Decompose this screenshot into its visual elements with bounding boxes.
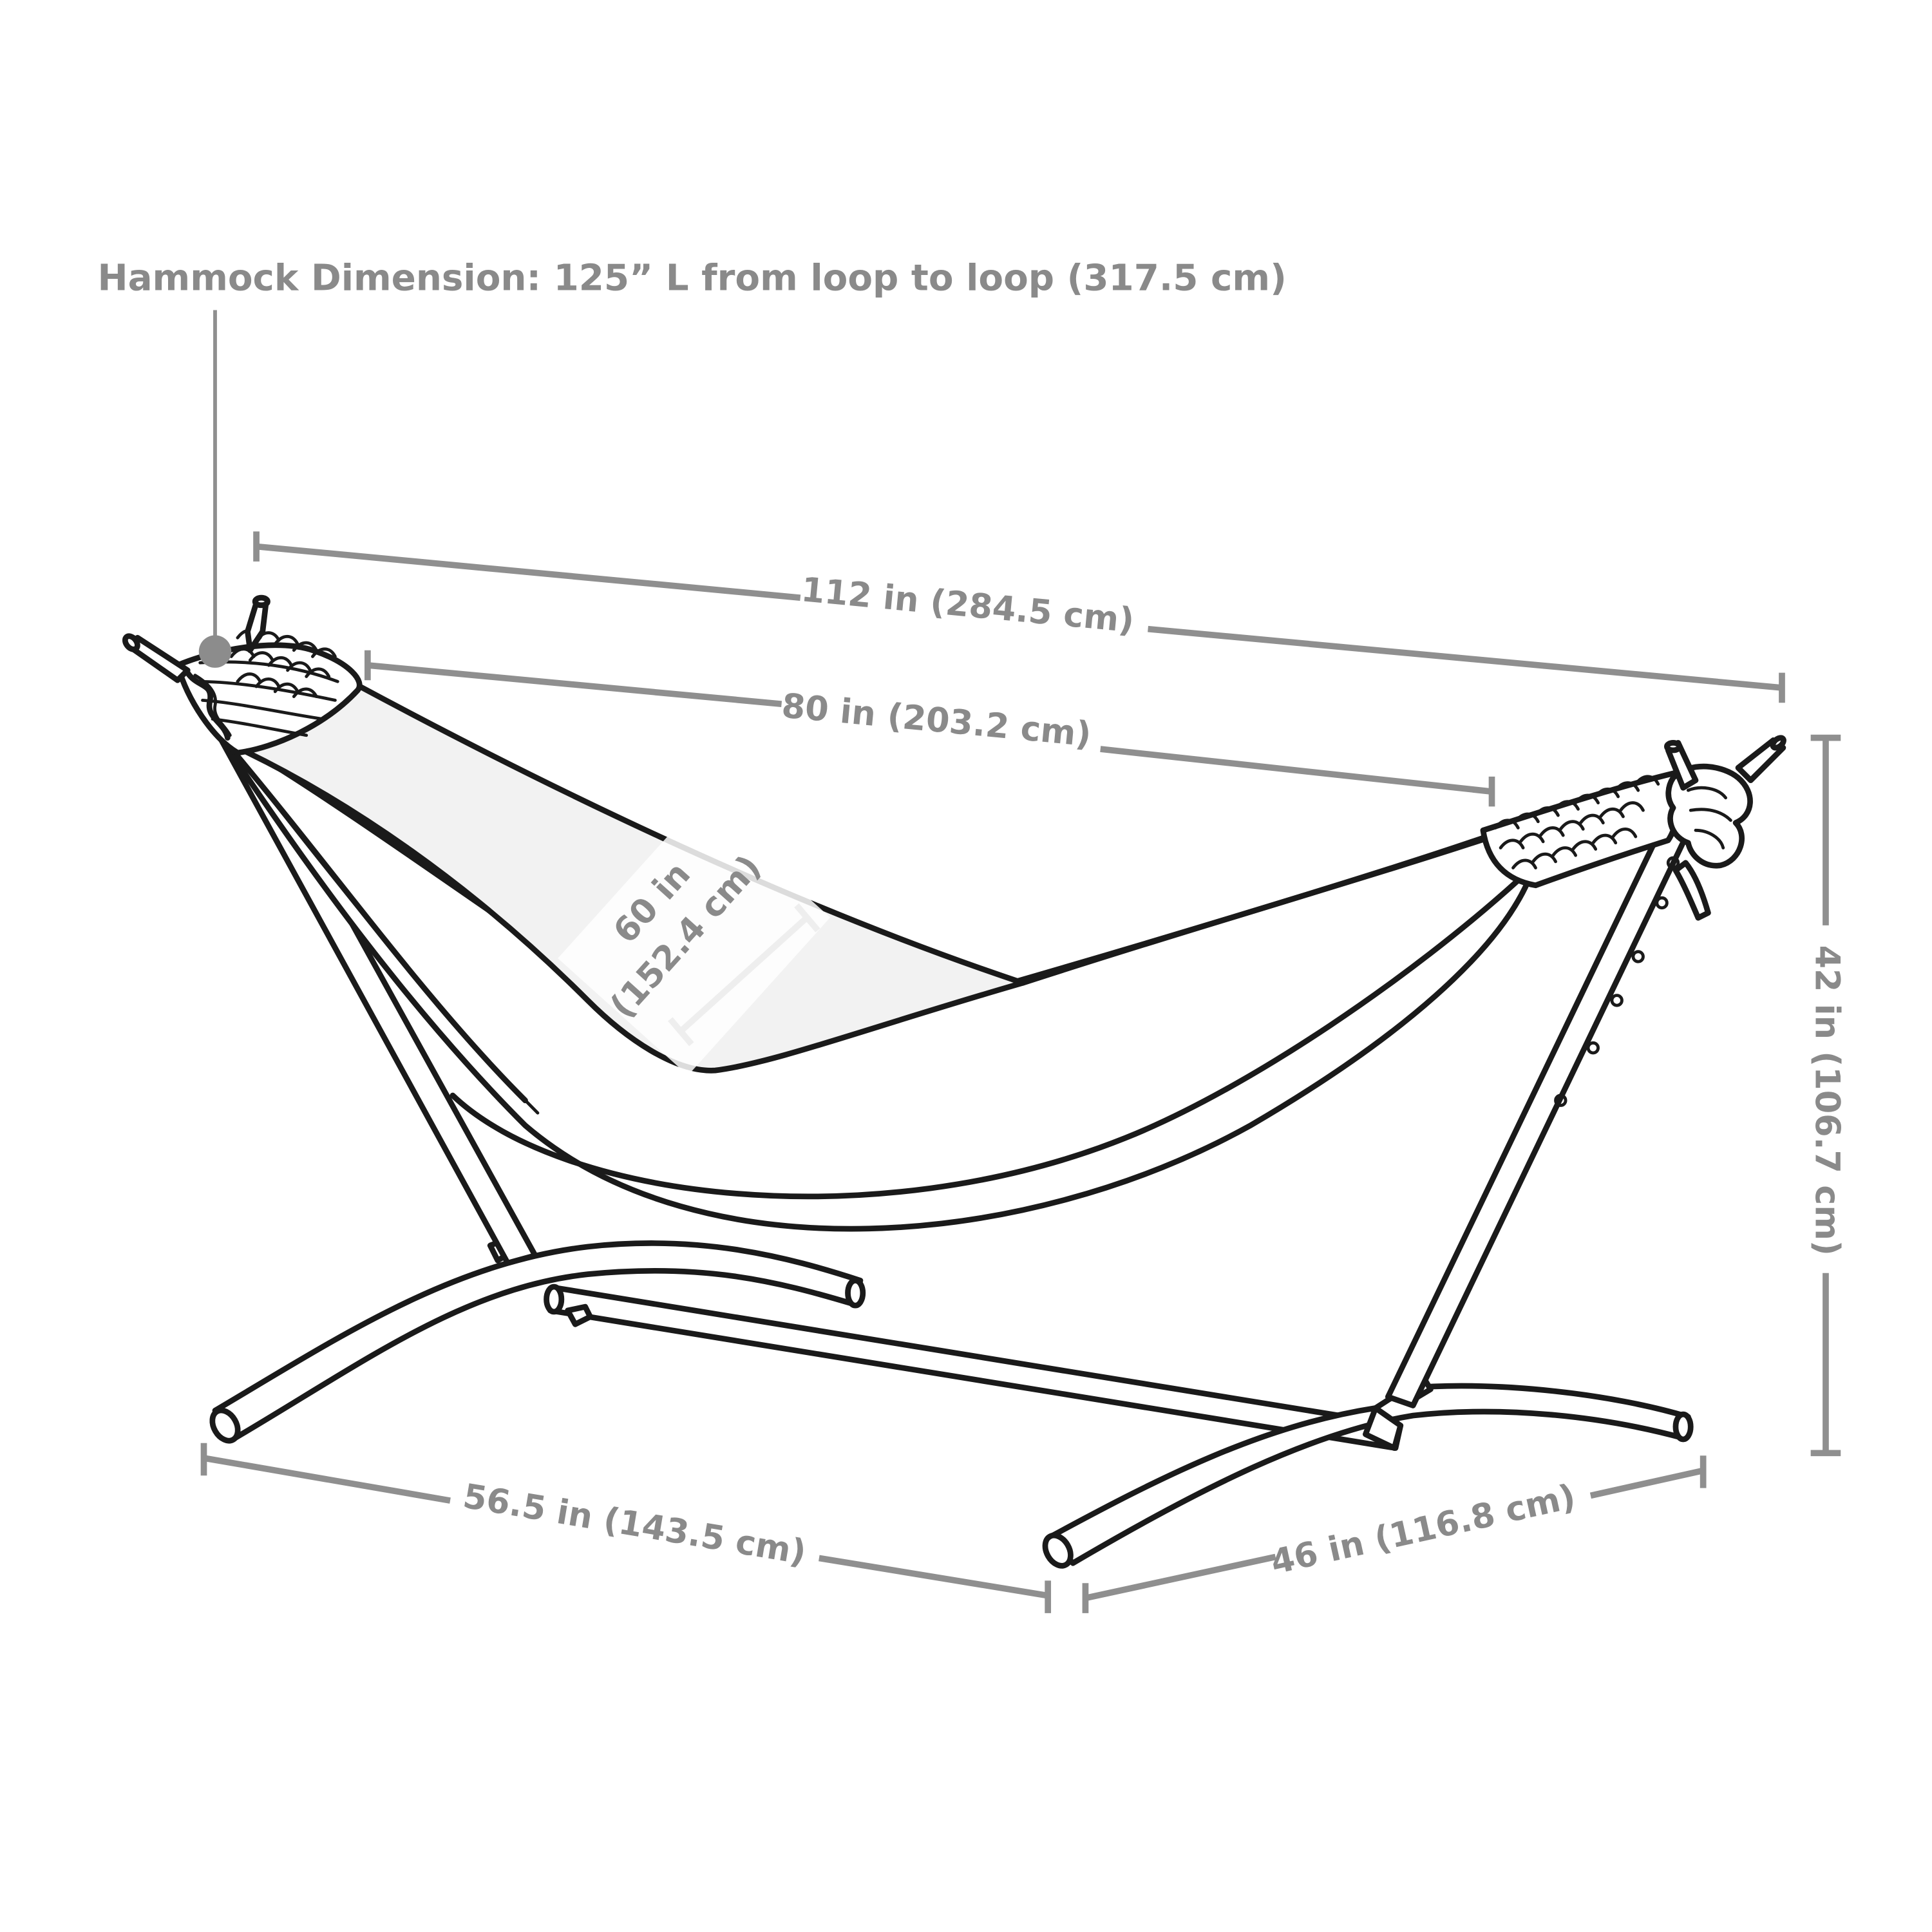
label-base-left: 56.5 in (143.5 cm) [460,1477,809,1573]
adjustment-holes [1554,856,1680,1107]
label-bed-length: 80 in (203.2 cm) [780,686,1093,754]
loop-marker-dot [198,635,232,668]
hammock [225,682,1534,1232]
label-overall-length: 112 in (284.5 cm) [800,570,1136,641]
hammock-dimension-note: Hammock Dimension: 125” L from loop to l… [97,257,1286,299]
dim-line-base-left-b [819,1555,1048,1599]
dimension-lines [198,310,1841,1613]
knob-left [565,1303,593,1327]
dim-line-overall-right [1148,625,1783,691]
dim-line-bed-right [1100,746,1493,795]
dim-line-overall-left [256,543,801,601]
left-rope-end [122,594,363,756]
stand-frame [209,727,1710,1569]
hammock-bed [229,682,1026,1074]
dim-line-base-right-a [1084,1553,1276,1602]
dim-line-base-right-b [1589,1467,1704,1499]
label-height: 42 in (106.7 cm) [1807,945,1846,1256]
dim-line-base-left-a [203,1455,451,1504]
label-base-right: 46 in (116.8 cm) [1267,1477,1579,1582]
dim-line-bed-left [367,662,782,708]
right-rope-end [1480,735,1786,921]
